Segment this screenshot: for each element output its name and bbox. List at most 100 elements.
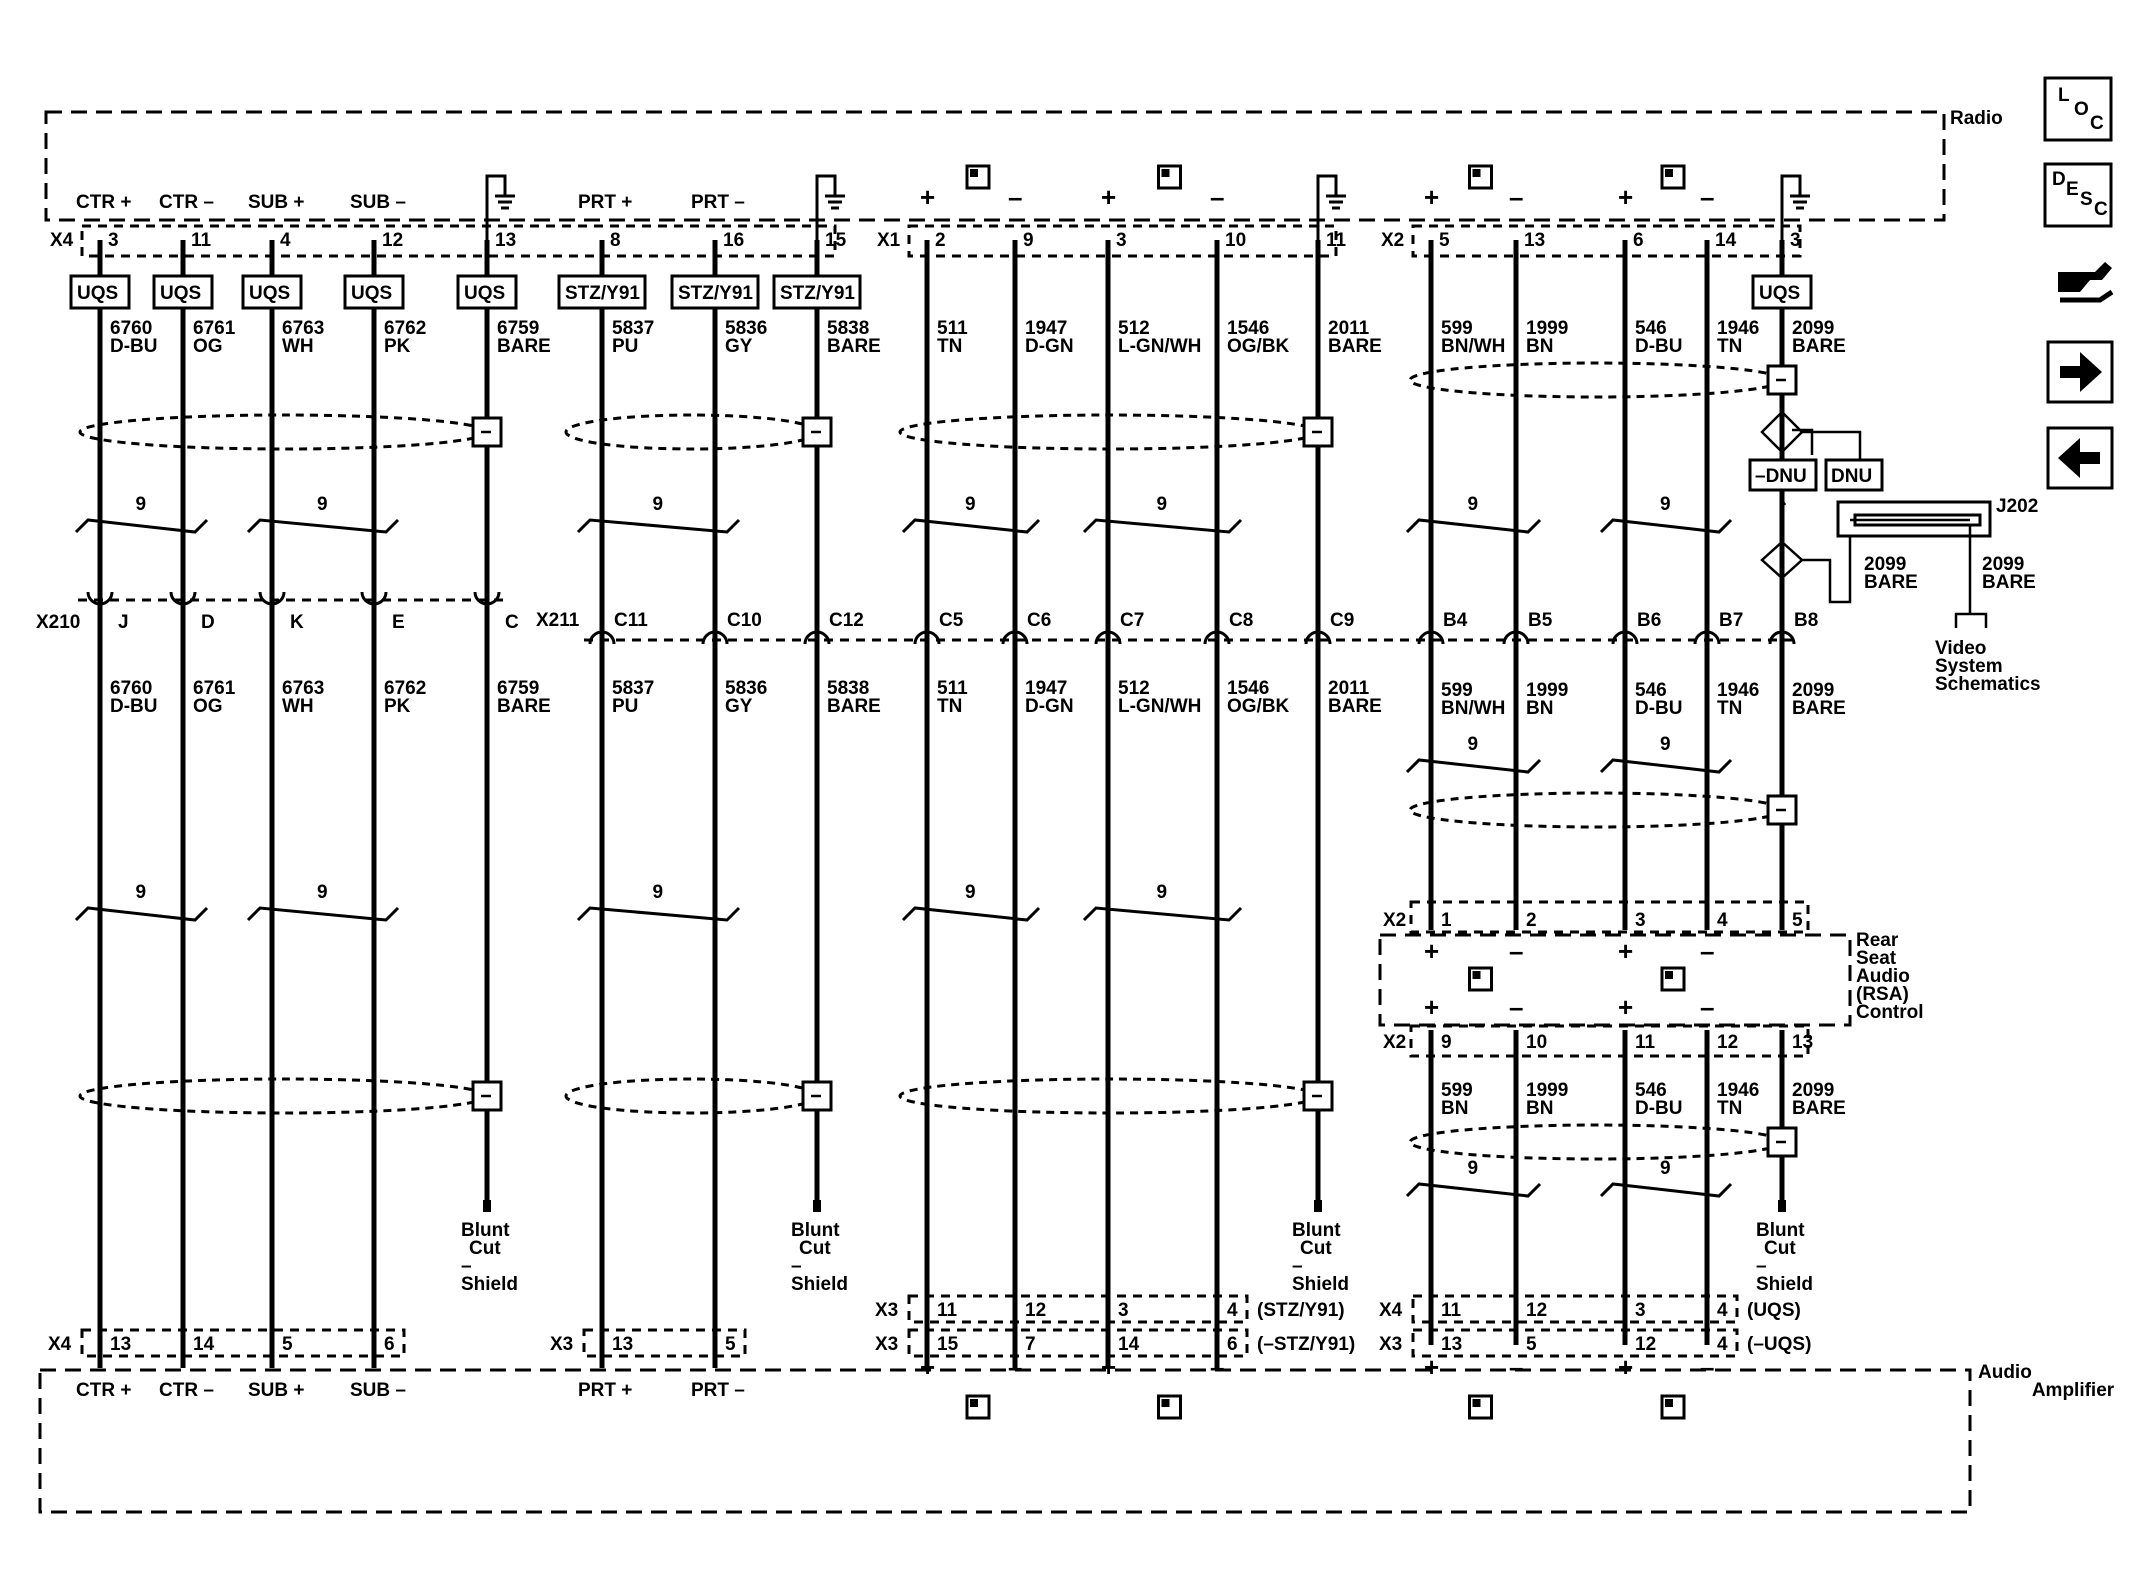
shield-ellipse	[1408, 1123, 1784, 1161]
desc-button-label[interactable]: DESC	[2052, 169, 2108, 220]
arrow-left-icon[interactable]	[2058, 438, 2100, 478]
twist-count-label: 9	[1660, 734, 1671, 755]
twist-count-label: 9	[653, 882, 664, 903]
loc-button-frame[interactable]	[2043, 76, 2113, 142]
inline-pin-label: B8	[1794, 610, 1818, 631]
previous-page-button[interactable]	[2046, 426, 2114, 490]
speaker-icon-cone	[1161, 1399, 1170, 1407]
not-dnu-tag	[1748, 458, 1818, 492]
amplifier-label-text: AudioAmplifier	[1978, 1362, 2115, 1401]
radio-connector-name: X4	[50, 230, 74, 251]
inline-pin-label: K	[290, 612, 304, 633]
option-tag	[69, 274, 131, 310]
amp-connector-name: X3	[875, 1300, 898, 1321]
wire-circuit-upper: 599	[1441, 318, 1473, 339]
radio-connector-name: X2	[1381, 230, 1404, 251]
radio-pin-label: 5	[1439, 230, 1450, 251]
rsa-label-text-line: Audio	[1856, 966, 1910, 987]
rsa-connector-bar	[1409, 900, 1810, 934]
desc-letter: S	[2080, 189, 2093, 210]
amp-connector-x3-nstz	[907, 1328, 1249, 1358]
inline-pin-label: B7	[1719, 610, 1743, 631]
rsa-pin-label: 5	[1792, 910, 1803, 931]
j202-right-color: BARE	[1982, 572, 2036, 593]
radio-pin-label: 13	[1524, 230, 1545, 251]
polarity-plus-icon: +	[1101, 182, 1116, 212]
amp-pin-label: 6	[384, 1334, 395, 1355]
wire-color-upper: TN	[937, 336, 962, 357]
wire-color-upper: WH	[282, 336, 314, 357]
wire-color-upper: PK	[384, 336, 411, 357]
option-tag	[772, 274, 862, 310]
option-tag	[343, 274, 405, 310]
inline-terminal-icon	[1611, 630, 1639, 645]
video-label-line: System	[1935, 656, 2003, 677]
desc-button[interactable]: DESC	[2043, 162, 2113, 228]
rsa-wire-color: BARE	[1792, 1098, 1846, 1119]
wire-circuit-upper: 1999	[1526, 318, 1568, 339]
rsa-pin-label: 10	[1526, 1032, 1547, 1053]
loc-button-label[interactable]: LOC	[2058, 85, 2104, 134]
amp-pin-label: 5	[282, 1334, 293, 1355]
rsa-wire-circuit: 1999	[1526, 1080, 1568, 1101]
wire-color-lower: OG	[193, 696, 223, 717]
twist-count-label: 9	[1157, 494, 1168, 515]
wire-circuit-lower: 5838	[827, 678, 869, 699]
wire-circuit-lower: 512	[1118, 678, 1150, 699]
rsa-wire-color: BN	[1441, 1098, 1468, 1119]
twisted-pair-mark	[901, 518, 1041, 534]
amp-connector-x3	[582, 1328, 747, 1358]
dnu-branch-line	[1802, 430, 1862, 460]
polarity-plus-icon: +	[1618, 992, 1633, 1022]
wire-color-lower: L-GN/WH	[1118, 696, 1201, 717]
polarity-minus-icon: –	[1509, 936, 1523, 966]
inline-pin-label: D	[201, 612, 215, 633]
amp-terminal-label: SUB –	[350, 1380, 406, 1401]
wire-color-upper: BN	[1526, 336, 1553, 357]
wire-circuit-upper: 5837	[612, 318, 654, 339]
radio-connector-x4	[80, 224, 837, 258]
twist-count-label: 9	[136, 494, 147, 515]
loc-letter: L	[2058, 85, 2070, 106]
j202-left-color: BARE	[1864, 572, 1918, 593]
wire-circuit-upper: 5836	[725, 318, 767, 339]
plug-icon[interactable]	[2060, 289, 2114, 303]
loc-button[interactable]: LOC	[2043, 76, 2113, 142]
speaker-icon-cone	[970, 169, 978, 177]
radio-pin-label: 3	[1790, 230, 1801, 251]
inline-pin-label: C	[505, 612, 519, 633]
polarity-plus-icon: +	[1424, 936, 1439, 966]
wire-color-lower: BN/WH	[1441, 698, 1505, 719]
twisted-pair-mark	[576, 906, 741, 922]
wire-color-upper: D-GN	[1025, 336, 1074, 357]
radio-terminal-label: SUB –	[350, 192, 406, 213]
inline-terminal-icon	[1417, 630, 1445, 645]
wire-circuit-lower: 2099	[1792, 680, 1834, 701]
shield-drain-icon	[801, 1080, 833, 1112]
amp-pin-label: 13	[110, 1334, 131, 1355]
rsa-label-text-line: Seat	[1856, 948, 1897, 969]
speaker-icon-cone	[1665, 1399, 1673, 1407]
inline-terminal-icon	[1094, 630, 1122, 645]
desc-button-frame[interactable]	[2043, 162, 2113, 228]
arrow-right-icon[interactable]	[2060, 352, 2102, 392]
radio-terminal-label: PRT –	[691, 192, 745, 213]
blunt-cut-word: Blunt	[1292, 1220, 1341, 1241]
speaker-icon-cone	[1665, 971, 1673, 979]
amp-terminal-label: PRT +	[578, 1380, 632, 1401]
speaker-icon-cone	[1665, 169, 1673, 177]
inline-terminal-icon	[701, 630, 729, 645]
amp-connector-x3-nuqs	[1411, 1328, 1739, 1358]
next-page-button[interactable]	[2046, 340, 2114, 404]
amp-pin-label: 14	[1118, 1334, 1140, 1355]
twisted-pair-mark	[1082, 518, 1243, 534]
polarity-minus-icon: –	[1700, 1352, 1714, 1382]
connector-lookup-button[interactable]	[2058, 262, 2114, 303]
inline-terminal-icon	[913, 630, 941, 645]
radio-terminal-label: CTR +	[76, 192, 131, 213]
wrench-icon[interactable]	[2058, 262, 2112, 292]
blunt-cut-word: Cut	[1764, 1238, 1796, 1259]
radio-pin-label: 4	[280, 230, 291, 251]
wire-circuit-lower: 546	[1635, 680, 1667, 701]
